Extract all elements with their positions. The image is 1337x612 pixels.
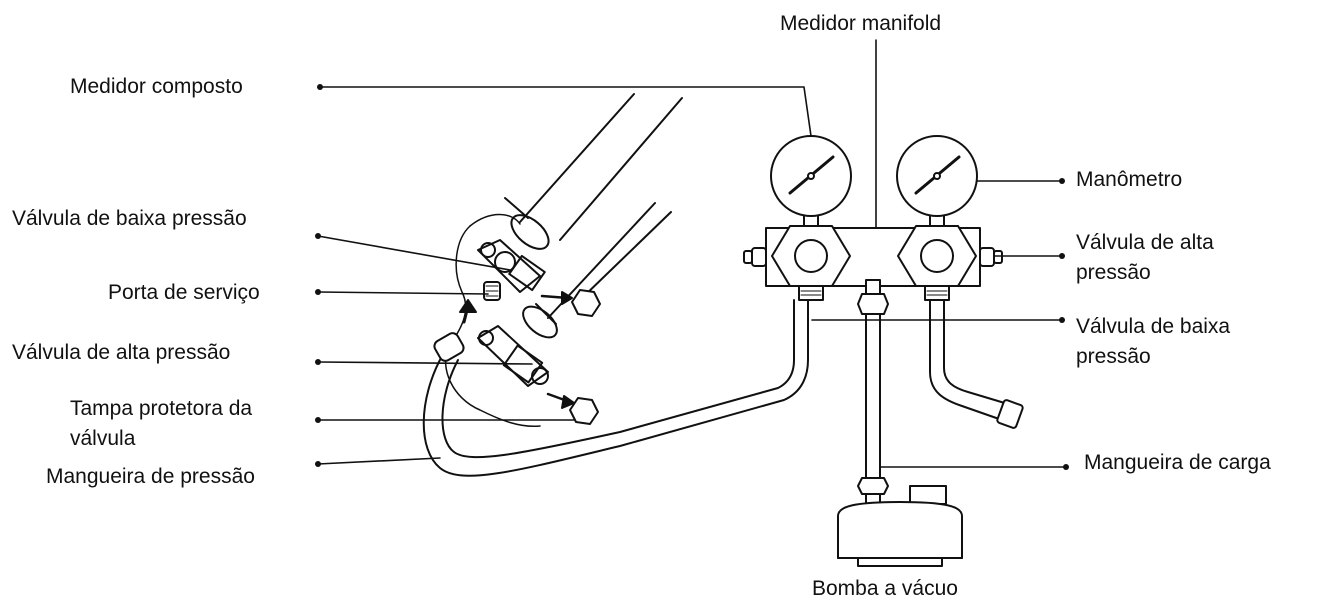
pressure-gauge — [896, 135, 978, 227]
label-medidor-manifold: Medidor manifold — [780, 12, 942, 35]
vacuum-pump — [837, 485, 963, 567]
label-bomba-vacuo: Bomba a vácuo — [812, 577, 958, 600]
pressure-hose — [422, 299, 809, 477]
high-pressure-valve-body — [477, 325, 549, 387]
label-valvula-baixa-direita-l1: Válvula de baixa — [1076, 315, 1231, 338]
label-porta-servico: Porta de serviço — [108, 281, 260, 304]
compound-gauge — [770, 135, 852, 227]
label-tampa-protetora-l2: válvula — [70, 427, 136, 450]
manifold-body — [743, 225, 1003, 315]
label-valvula-alta-direita-l1: Válvula de alta — [1076, 231, 1214, 254]
label-medidor-composto: Medidor composto — [70, 75, 243, 98]
label-mangueira-pressao: Mangueira de pressão — [46, 465, 255, 488]
label-mangueira-carga: Mangueira de carga — [1084, 451, 1271, 474]
label-valvula-alta-esquerda: Válvula de alta pressão — [12, 341, 231, 364]
right-hose — [929, 299, 1024, 429]
label-manometro: Manômetro — [1076, 168, 1183, 191]
charging-hose — [857, 313, 889, 495]
label-valvula-baixa-direita-l2: pressão — [1076, 345, 1151, 368]
outdoor-unit-pipes — [444, 93, 683, 428]
low-pressure-valve-body — [477, 239, 546, 301]
arrows-and-caps — [459, 289, 601, 425]
label-valvula-baixa-esquerda: Válvula de baixa pressão — [12, 207, 247, 230]
leader-dots — [315, 84, 1069, 470]
leader-lines — [317, 39, 1067, 468]
label-tampa-protetora-l1: Tampa protetora da — [70, 397, 253, 420]
label-valvula-alta-direita-l2: pressão — [1076, 261, 1151, 284]
